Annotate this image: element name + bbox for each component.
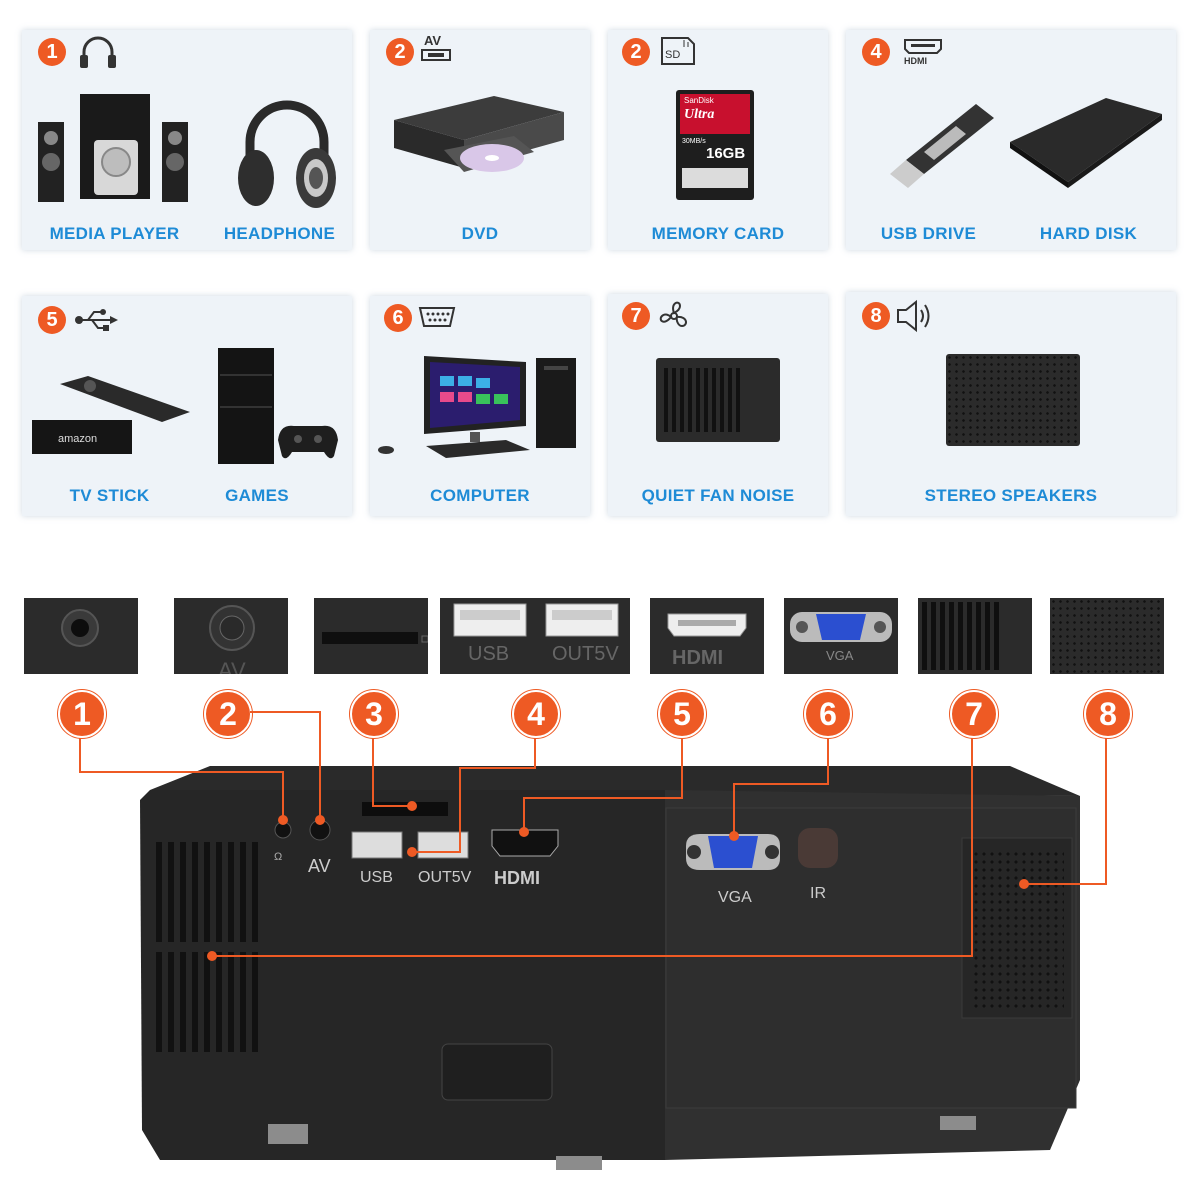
label-tv-stick: TV STICK (69, 486, 150, 505)
label-hard-disk: HARD DISK (1039, 224, 1138, 243)
card-computer: 6 COMPUTER (370, 296, 590, 516)
card-quiet-fan: 7 QUIET FAN NOISE (608, 294, 828, 516)
sd-card-icon: SD (661, 37, 695, 65)
label-usb-drive: USB DRIVE (880, 224, 977, 243)
badge-6: 6 (384, 304, 412, 332)
usb-icon (75, 309, 118, 331)
game-console-image (218, 348, 338, 464)
callout-3: 3 (350, 690, 398, 738)
sd-speed-text: 30MB/s (682, 138, 706, 145)
card-usb-hdd: 4 HDMI USB DRIVE HARD DISK (846, 30, 1176, 250)
projector-speaker-dots (972, 850, 1064, 1010)
headphones-icon (80, 36, 116, 68)
label-quiet-fan: QUIET FAN NOISE (641, 486, 795, 505)
card-media-headphone: 1 MEDIA PLAYER HEADPHONE (22, 30, 352, 250)
sd-ultra-text: Ultra (684, 107, 715, 122)
headphone-image (238, 100, 336, 208)
callout-8: 8 (1084, 690, 1132, 738)
label-headphone: HEADPHONE (223, 224, 336, 243)
fan-icon (659, 301, 687, 328)
proj-label-hdmi: HDMI (494, 868, 540, 888)
sd-card-image: SanDisk Ultra 30MB/s 16GB (676, 90, 754, 200)
svg-text:USB: USB (468, 643, 509, 665)
label-memory-card: MEMORY CARD (651, 224, 785, 243)
svg-text:HDMI: HDMI (904, 56, 927, 66)
proj-label-ir: IR (810, 885, 826, 902)
tv-stick-image: amazon (32, 376, 190, 454)
badge-8: 8 (862, 302, 890, 330)
callout-1: 1 (58, 690, 106, 738)
callout-5: 5 (658, 690, 706, 738)
label-computer: COMPUTER (430, 486, 530, 505)
badge-7: 7 (622, 302, 650, 330)
svg-text:OUT5V: OUT5V (552, 643, 619, 665)
computer-image (378, 356, 576, 458)
sd-brand-text: SanDisk (684, 96, 714, 105)
thumb-usb-ports: USB OUT5V (440, 598, 630, 674)
thumb-sd-slot (314, 598, 428, 674)
hdmi-icon: HDMI (904, 39, 942, 66)
media-player-image (38, 94, 188, 202)
fan-vent-image (656, 358, 780, 442)
callout-7: 7 (950, 690, 998, 738)
vga-icon (418, 307, 456, 327)
label-media-player: MEDIA PLAYER (49, 224, 180, 243)
svg-text:AV: AV (424, 33, 441, 48)
label-games: GAMES (225, 486, 289, 505)
proj-label-av: AV (308, 856, 331, 876)
proj-label-usb: USB (360, 869, 393, 886)
svg-text:VGA: VGA (826, 648, 854, 663)
av-icon: AV (421, 33, 451, 61)
label-dvd: DVD (461, 224, 499, 243)
card-dvd: 2 AV DVD (370, 30, 590, 250)
badge-2-sd: 2 (622, 38, 650, 66)
speaker-icon (897, 299, 930, 333)
dvd-player-image (394, 96, 564, 172)
callout-4: 4 (512, 690, 560, 738)
badge-5: 5 (38, 306, 66, 334)
thumb-vga-port: VGA (784, 598, 898, 674)
badge-1: 1 (38, 38, 66, 66)
hard-disk-image (1010, 98, 1162, 188)
callout-6: 6 (804, 690, 852, 738)
speaker-grille-image (946, 354, 1080, 446)
thumb-av-jack: AV (174, 598, 288, 674)
label-stereo-speakers: STEREO SPEAKERS (924, 486, 1098, 505)
thumb-fan-vent (918, 598, 1032, 674)
svg-text:SD: SD (665, 49, 680, 61)
sd-size-text: 16GB (706, 145, 746, 162)
svg-text:AV: AV (218, 658, 246, 674)
svg-text:HDMI: HDMI (672, 647, 723, 669)
thumb-hdmi-port: HDMI (650, 598, 764, 674)
badge-2-av: 2 (386, 38, 414, 66)
svg-text:Ω: Ω (274, 851, 282, 863)
callout-2: 2 (204, 690, 252, 738)
badge-4: 4 (862, 38, 890, 66)
card-memory-card: 2 SD SanDisk Ultra 30MB/s 16GB MEMORY CA… (608, 30, 828, 250)
thumb-audio-jack (24, 598, 138, 674)
thumb-speaker-grille (1050, 598, 1164, 674)
usb-drive-image (890, 104, 994, 188)
svg-text:amazon: amazon (58, 433, 97, 445)
card-tvstick-games: 5 amazon TV STICK GAMES (22, 296, 352, 516)
proj-label-vga: VGA (718, 889, 752, 906)
proj-label-out5v: OUT5V (418, 869, 472, 886)
card-stereo-speakers: 8 STEREO SPEAKERS (846, 292, 1176, 516)
